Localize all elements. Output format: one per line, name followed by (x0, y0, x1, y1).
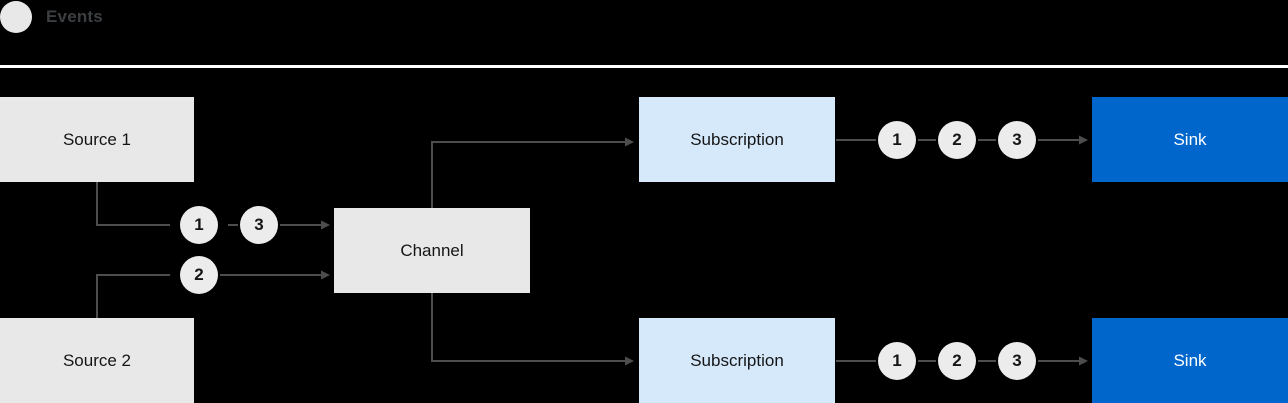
events-dot-icon (0, 1, 32, 33)
event-badge-source1-1: 1 (180, 206, 218, 244)
node-sink-bottom-label: Sink (1173, 350, 1207, 370)
node-sink-bottom[interactable]: Sink (1092, 318, 1288, 403)
node-source-2-label: Source 2 (62, 350, 132, 370)
node-sink-top[interactable]: Sink (1092, 97, 1288, 182)
event-badge-top-3: 3 (998, 121, 1036, 159)
event-badge-top-1: 1 (878, 121, 916, 159)
node-channel[interactable]: Channel (334, 208, 530, 293)
node-source-2[interactable]: Source 2 (0, 318, 194, 403)
event-badge-source2-2: 2 (180, 256, 218, 294)
node-source-1[interactable]: Source 1 (0, 97, 194, 182)
event-badge-source1-3: 3 (240, 206, 278, 244)
legend-label: Events (46, 7, 103, 26)
node-sink-top-label: Sink (1173, 129, 1207, 149)
header-divider (0, 65, 1288, 68)
node-subscription-top-label: Subscription (690, 129, 784, 149)
event-badge-bottom-3: 3 (998, 342, 1036, 380)
event-badge-bottom-2: 2 (938, 342, 976, 380)
node-subscription-bottom[interactable]: Subscription (639, 318, 835, 403)
event-badge-bottom-1: 1 (878, 342, 916, 380)
node-subscription-top[interactable]: Subscription (639, 97, 835, 182)
node-source-1-label: Source 1 (62, 129, 132, 149)
legend: Events (0, 0, 103, 34)
node-subscription-bottom-label: Subscription (690, 350, 784, 370)
node-channel-label: Channel (400, 240, 464, 260)
event-badge-top-2: 2 (938, 121, 976, 159)
